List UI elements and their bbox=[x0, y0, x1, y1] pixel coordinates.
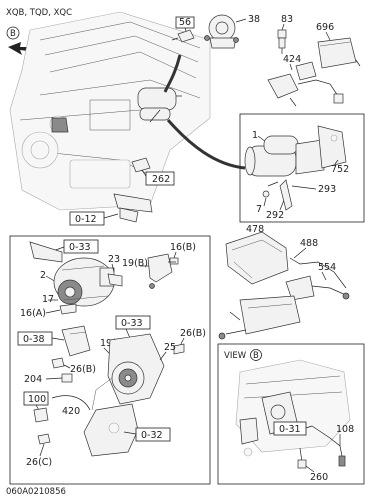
bracket-0-33-upper: 0-33 bbox=[29, 239, 99, 263]
alternator: 2 bbox=[40, 257, 115, 307]
bracket-0-32: 0-32 bbox=[83, 403, 171, 457]
svg-text:293: 293 bbox=[318, 184, 336, 195]
bolts-26b-25: 26(B) 25 26(B) bbox=[51, 328, 206, 375]
svg-text:696: 696 bbox=[316, 22, 334, 33]
svg-text:25: 25 bbox=[164, 342, 176, 353]
starter-assembly: 1 752 bbox=[244, 125, 349, 177]
view-b-engine-detail bbox=[235, 359, 351, 457]
bracket-0-12: 0-12 bbox=[69, 193, 153, 226]
diagram-code: 060A0210856 bbox=[6, 487, 66, 497]
svg-text:0-33: 0-33 bbox=[69, 242, 91, 253]
upper-hose bbox=[163, 54, 182, 93]
view-b-callouts: 0-31 108 260 bbox=[273, 421, 354, 483]
svg-text:26(B): 26(B) bbox=[70, 364, 96, 375]
engine-block bbox=[9, 11, 211, 211]
part-204: 204 bbox=[24, 373, 73, 385]
svg-text:16(A): 16(A) bbox=[20, 308, 46, 319]
svg-text:0-31: 0-31 bbox=[279, 424, 301, 435]
svg-text:1: 1 bbox=[252, 130, 258, 141]
svg-text:7: 7 bbox=[256, 204, 262, 215]
svg-text:B: B bbox=[253, 351, 259, 361]
part-696-relay: 696 bbox=[316, 22, 361, 69]
part-262-clip: 262 bbox=[131, 157, 175, 186]
svg-text:VIEW: VIEW bbox=[224, 351, 247, 361]
svg-text:204: 204 bbox=[24, 374, 42, 385]
bolt-26c: 26(C) bbox=[26, 433, 52, 468]
bracket-0-38: 0-38 bbox=[17, 325, 91, 357]
svg-text:38: 38 bbox=[248, 14, 260, 25]
bolts-17-16a: 17 16(A) bbox=[20, 294, 77, 319]
part-100-420: 100 420 bbox=[23, 391, 91, 423]
part-56-sensor: 56 bbox=[171, 16, 195, 43]
view-b-panel-frame bbox=[217, 343, 365, 485]
svg-text:752: 752 bbox=[331, 164, 349, 175]
part-83-switch: 83 bbox=[277, 14, 293, 54]
svg-text:420: 420 bbox=[62, 406, 80, 417]
starter-motor-on-engine bbox=[137, 87, 182, 123]
svg-text:424: 424 bbox=[283, 54, 301, 65]
svg-text:488: 488 bbox=[300, 238, 318, 249]
part-23: 23 bbox=[107, 254, 123, 287]
svg-text:0-32: 0-32 bbox=[141, 430, 163, 441]
svg-text:56: 56 bbox=[179, 17, 191, 28]
starter-inset-frame bbox=[239, 113, 365, 223]
part-38-valve: 38 bbox=[204, 14, 260, 49]
view-b-title: VIEW B bbox=[224, 349, 262, 361]
svg-text:100: 100 bbox=[28, 394, 46, 405]
harness-488-554: 488 554 bbox=[218, 238, 350, 340]
alternator-panel-frame bbox=[9, 235, 211, 485]
tensioner-pulley bbox=[91, 361, 145, 411]
svg-text:0-12: 0-12 bbox=[75, 214, 97, 225]
svg-text:0-33: 0-33 bbox=[121, 318, 143, 329]
model-codes: XQB, TQD, XQC bbox=[6, 8, 72, 18]
starter-small-parts: 7 292 293 bbox=[256, 179, 336, 221]
svg-text:0-38: 0-38 bbox=[23, 334, 45, 345]
svg-text:83: 83 bbox=[281, 14, 293, 25]
svg-text:108: 108 bbox=[336, 424, 354, 435]
svg-text:478: 478 bbox=[246, 224, 264, 235]
svg-text:23: 23 bbox=[108, 254, 120, 265]
svg-text:2: 2 bbox=[40, 270, 46, 281]
ecu-478: 478 bbox=[225, 224, 289, 285]
svg-text:260: 260 bbox=[310, 472, 328, 483]
svg-text:17: 17 bbox=[42, 294, 54, 305]
part-424-harness: 424 bbox=[267, 54, 344, 107]
svg-text:26(C): 26(C) bbox=[26, 457, 52, 468]
bolts-16b-19b: 16(B) 19(B) bbox=[122, 242, 196, 289]
svg-text:262: 262 bbox=[152, 174, 170, 185]
svg-text:B: B bbox=[10, 29, 16, 39]
arrow-icon bbox=[8, 42, 28, 55]
svg-text:16(B): 16(B) bbox=[170, 242, 196, 253]
circle-b-marker: B bbox=[6, 26, 20, 40]
connecting-hose bbox=[166, 119, 246, 170]
svg-text:19(B): 19(B) bbox=[122, 258, 148, 269]
svg-text:26(B): 26(B) bbox=[180, 328, 206, 339]
svg-text:292: 292 bbox=[266, 210, 284, 221]
